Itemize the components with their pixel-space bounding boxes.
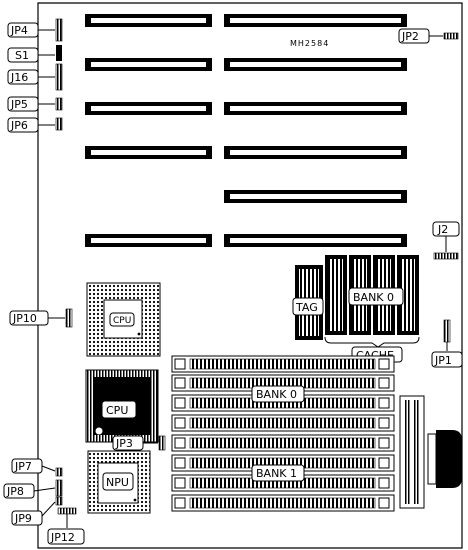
svg-text:JP3: JP3 bbox=[115, 437, 133, 450]
cpu-label: CPU bbox=[106, 404, 128, 417]
jumper-jp10: JP10 bbox=[9, 308, 73, 328]
jumper-jp6: JP6 bbox=[7, 117, 63, 133]
jumper-jp5: JP5 bbox=[7, 96, 63, 112]
cpu-chip: CPU bbox=[85, 369, 159, 443]
svg-text:JP4: JP4 bbox=[10, 24, 28, 37]
jumper-jp9: JP9 bbox=[11, 496, 63, 526]
svg-text:J16: J16 bbox=[10, 71, 28, 84]
board-model-label: MH2584 bbox=[290, 39, 329, 48]
svg-text:JP6: JP6 bbox=[10, 119, 28, 132]
switch-s1: S1 bbox=[7, 45, 62, 63]
npu-socket: NPU bbox=[87, 450, 151, 514]
keyboard-connector bbox=[427, 430, 462, 488]
cpu-socket-label: CPU bbox=[113, 316, 131, 326]
expansion-slots-right bbox=[224, 14, 407, 247]
tag-label: TAG bbox=[295, 301, 318, 314]
svg-text:S1: S1 bbox=[15, 49, 29, 62]
jumper-jp4: JP4 bbox=[7, 18, 63, 42]
jumper-jp7: JP7 bbox=[11, 458, 63, 477]
jumper-jp1: JP1 bbox=[431, 319, 463, 368]
svg-text:JP5: JP5 bbox=[10, 98, 28, 111]
svg-text:JP10: JP10 bbox=[12, 312, 37, 325]
svg-text:JP12: JP12 bbox=[50, 531, 75, 544]
svg-text:JP8: JP8 bbox=[6, 485, 24, 498]
cpu-socket: CPU bbox=[86, 282, 161, 357]
svg-text:JP2: JP2 bbox=[401, 30, 419, 43]
svg-text:J2: J2 bbox=[437, 223, 448, 236]
simm-slots: BANK 0 BANK 1 bbox=[171, 355, 395, 512]
power-connector bbox=[399, 395, 425, 509]
svg-text:JP9: JP9 bbox=[14, 512, 32, 525]
jumper-jp2: JP2 bbox=[398, 28, 459, 44]
npu-label: NPU bbox=[106, 476, 129, 489]
svg-text:JP1: JP1 bbox=[434, 354, 452, 367]
cache-bank0-label: BANK 0 bbox=[353, 291, 394, 304]
jumper-jp3: JP3 bbox=[112, 435, 166, 451]
simm-bank1-label: BANK 1 bbox=[256, 467, 297, 480]
jumper-jp12: JP12 bbox=[47, 507, 85, 545]
connector-j16: J16 bbox=[7, 63, 63, 91]
jumper-jp8: JP8 bbox=[3, 479, 63, 499]
expansion-slots-left bbox=[85, 14, 212, 247]
svg-text:JP7: JP7 bbox=[14, 460, 32, 473]
connector-j2: J2 bbox=[432, 221, 460, 260]
simm-bank0-label: BANK 0 bbox=[256, 388, 297, 401]
